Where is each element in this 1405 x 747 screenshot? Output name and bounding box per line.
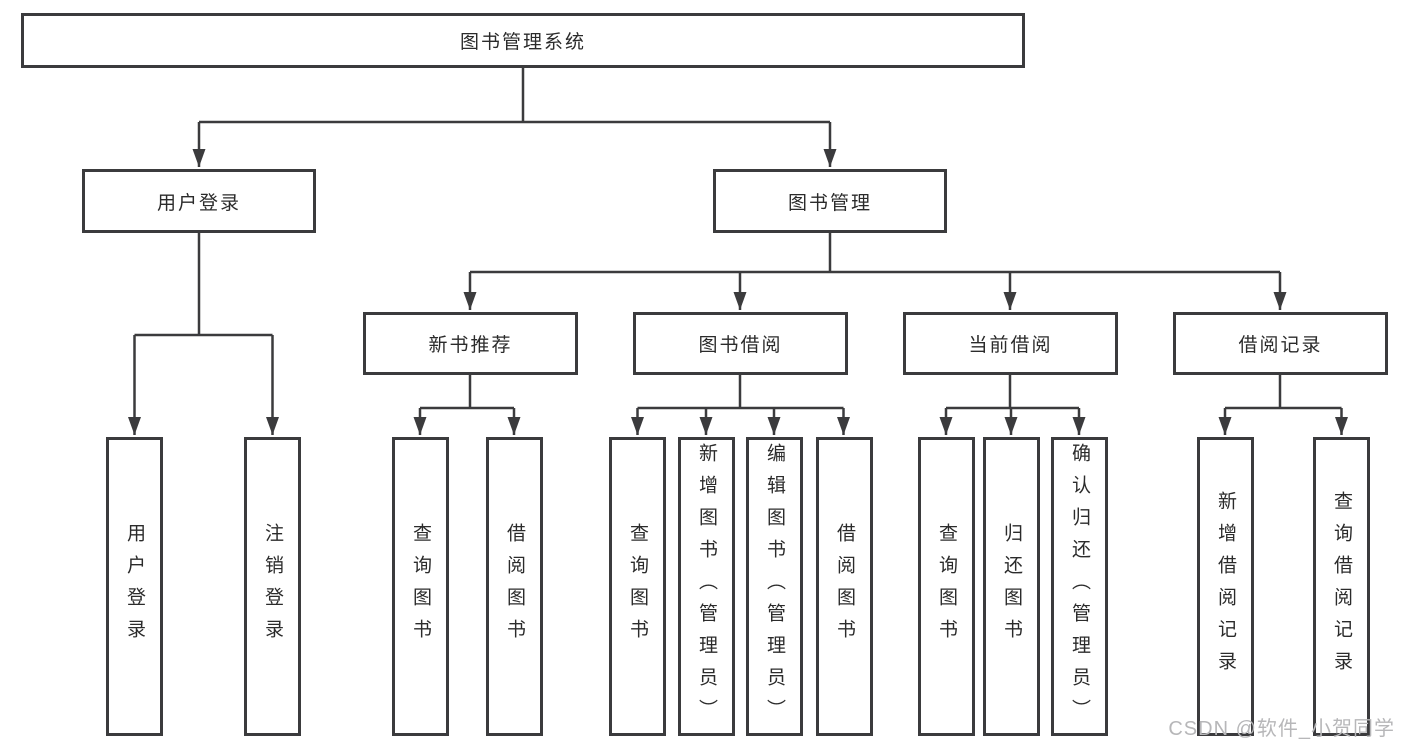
node-records-label: 借阅记录 <box>1238 335 1323 356</box>
node-newbooks-label: 新书推荐 <box>428 335 513 356</box>
node-currentborrow-label: 当前借阅 <box>968 335 1053 356</box>
leaf-bb-borrow-books-label: 借阅图书 <box>834 522 855 651</box>
node-mgmt-branch: 图书管理 <box>713 169 947 233</box>
leaf-user-login: 用户登录 <box>106 437 163 736</box>
leaf-bb-add-books-admin-label: 新增图书（管理员） <box>696 442 717 731</box>
leaf-logout: 注销登录 <box>244 437 301 736</box>
node-newbooks: 新书推荐 <box>363 312 578 375</box>
node-root-label: 图书管理系统 <box>459 32 586 53</box>
leaf-nb-query-books-label: 查询图书 <box>410 522 431 651</box>
leaf-cb-return-books-label: 归还图书 <box>1001 522 1022 651</box>
node-root-system: 图书管理系统 <box>21 13 1025 68</box>
node-bookborrow: 图书借阅 <box>633 312 848 375</box>
leaf-bb-query-books: 查询图书 <box>609 437 666 736</box>
leaf-bb-add-books-admin: 新增图书（管理员） <box>678 437 735 736</box>
node-login-branch: 用户登录 <box>82 169 316 233</box>
leaf-cb-confirm-return-admin: 确认归还（管理员） <box>1051 437 1108 736</box>
leaf-br-query-record: 查询借阅记录 <box>1313 437 1370 736</box>
node-bookborrow-label: 图书借阅 <box>698 335 783 356</box>
leaf-bb-borrow-books: 借阅图书 <box>816 437 873 736</box>
leaf-nb-query-books: 查询图书 <box>392 437 449 736</box>
leaf-bb-query-books-label: 查询图书 <box>627 522 648 651</box>
node-records: 借阅记录 <box>1173 312 1388 375</box>
leaf-cb-query-books: 查询图书 <box>918 437 975 736</box>
leaf-bb-edit-books-admin-label: 编辑图书（管理员） <box>764 442 785 731</box>
leaf-br-query-record-label: 查询借阅记录 <box>1331 490 1352 683</box>
node-currentborrow: 当前借阅 <box>903 312 1118 375</box>
leaf-nb-borrow-books: 借阅图书 <box>486 437 543 736</box>
leaf-cb-return-books: 归还图书 <box>983 437 1040 736</box>
csdn-watermark: CSDN @软件_小贺同学 <box>1168 718 1395 740</box>
leaf-logout-label: 注销登录 <box>262 522 283 651</box>
leaf-cb-confirm-return-admin-label: 确认归还（管理员） <box>1069 442 1090 731</box>
leaf-br-add-record-label: 新增借阅记录 <box>1215 490 1236 683</box>
node-mgmt-branch-label: 图书管理 <box>787 192 872 214</box>
leaf-cb-query-books-label: 查询图书 <box>936 522 957 651</box>
leaf-nb-borrow-books-label: 借阅图书 <box>504 522 525 651</box>
leaf-br-add-record: 新增借阅记录 <box>1197 437 1254 736</box>
leaf-bb-edit-books-admin: 编辑图书（管理员） <box>746 437 803 736</box>
node-login-branch-label: 用户登录 <box>156 192 241 214</box>
leaf-user-login-label: 用户登录 <box>124 522 145 651</box>
